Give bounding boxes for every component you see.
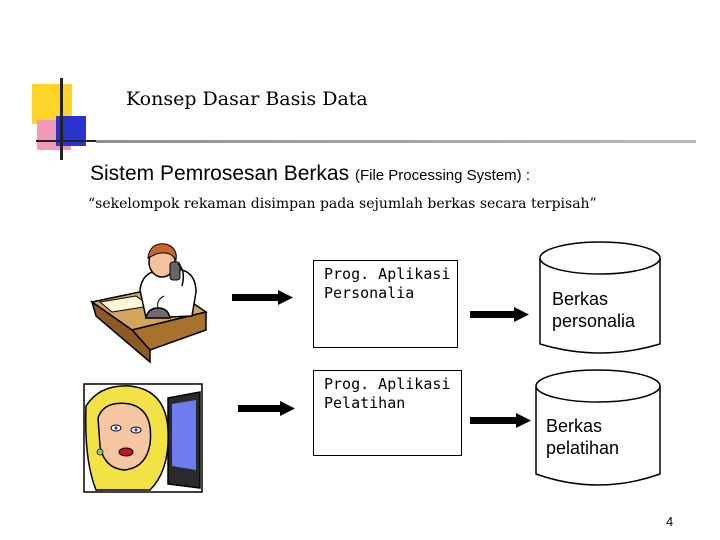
file-label-line1: Berkas [546,416,603,436]
decor-horizontal-line [36,140,96,142]
file-label-line1: Berkas [552,289,609,309]
file-label-line2: pelatihan [546,438,620,458]
program-box-line2: Pelatihan [324,394,406,412]
page-number: 4 [666,514,674,529]
file-label-personalia: Berkas personalia [552,288,635,332]
woman-computer-clipart [83,383,203,493]
definition-text: “sekelompok rekaman disimpan pada sejuml… [88,196,597,212]
arrow-to-prog-pelatihan [238,401,295,416]
subtitle: Sistem Pemrosesan Berkas (File Processin… [90,162,530,186]
program-box-line1: Prog. Aplikasi [324,375,451,393]
file-label-line2: personalia [552,311,636,331]
program-box-line2: Personalia [324,284,415,302]
file-label-pelatihan: Berkas pelatihan [546,415,619,459]
slide-title: Konsep Dasar Basis Data [126,88,368,110]
arrow-to-berkas-pelatihan [470,413,531,428]
arrow-to-berkas-personalia [470,307,529,322]
subtitle-main: Sistem Pemrosesan Berkas [90,162,350,185]
subtitle-paren: (File Processing System) : [354,167,530,184]
title-divider [96,140,696,143]
decor-vertical-line [60,78,63,160]
arrow-to-prog-personalia [232,290,293,305]
program-box-personalia: Prog. Aplikasi Personalia [313,260,458,348]
program-box-line1: Prog. Aplikasi [324,265,451,283]
program-box-pelatihan: Prog. Aplikasi Pelatihan [313,370,462,456]
office-worker-phone-clipart [90,243,208,364]
database-cylinder-pelatihan [535,369,661,486]
database-cylinder-personalia [539,241,661,354]
